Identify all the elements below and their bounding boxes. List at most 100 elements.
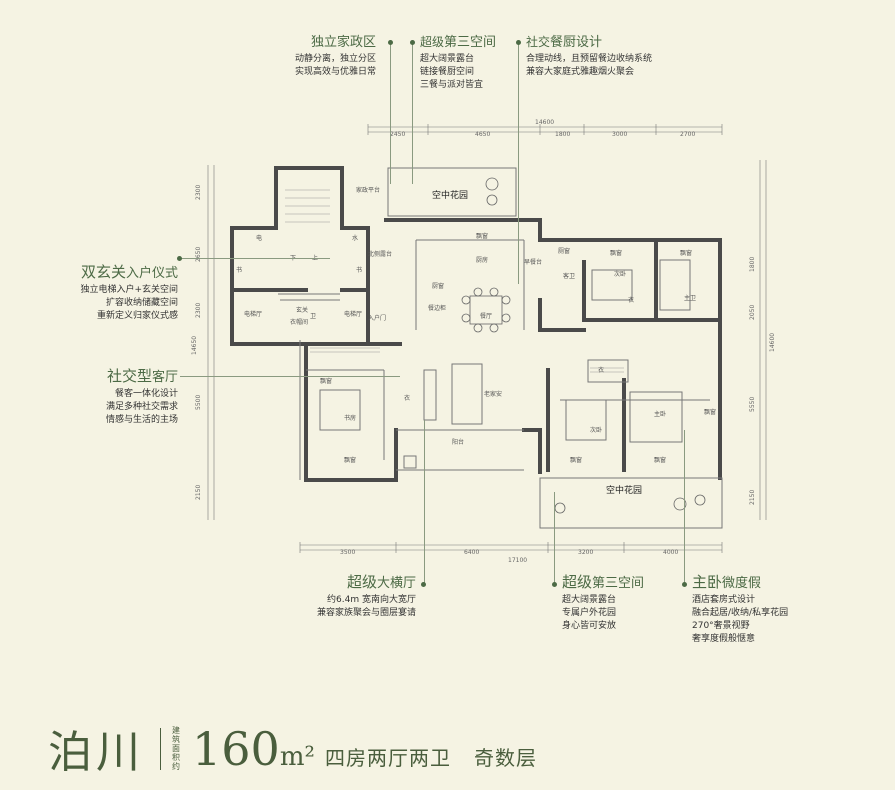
svg-text:4650: 4650	[475, 131, 490, 138]
annotation-line: 链接餐厨空间	[420, 67, 475, 77]
annotation-line: 身心皆可安放	[562, 621, 617, 631]
svg-text:阳台: 阳台	[452, 438, 464, 446]
annotation-title-main: 餐厨设计	[550, 35, 603, 50]
area-value: 160	[192, 722, 280, 776]
annotation-line: 融合起居/收纳/私享花园	[692, 608, 789, 618]
leader-third-space-top	[412, 44, 413, 184]
annotation-title-main: 第三空间	[444, 35, 497, 50]
svg-text:14600: 14600	[535, 119, 554, 126]
svg-text:衣: 衣	[598, 366, 604, 374]
leader-dot	[516, 40, 521, 45]
annotation-line: 合理动线，且预留餐边收纳系统	[526, 54, 653, 64]
leader-dot	[177, 256, 182, 261]
svg-text:飘窗: 飘窗	[654, 456, 666, 464]
svg-text:2700: 2700	[680, 131, 695, 138]
svg-text:14650: 14650	[191, 336, 198, 355]
svg-text:飘窗: 飘窗	[610, 249, 622, 257]
svg-text:2050: 2050	[749, 305, 756, 320]
svg-text:1800: 1800	[749, 257, 756, 272]
svg-text:2150: 2150	[195, 485, 202, 500]
annotation-title-main: 微度假	[722, 576, 762, 591]
svg-text:空中花园: 空中花园	[606, 484, 642, 496]
svg-text:2300: 2300	[195, 185, 202, 200]
svg-text:14600: 14600	[769, 333, 776, 352]
svg-text:2450: 2450	[390, 131, 405, 138]
svg-text:1800: 1800	[555, 131, 570, 138]
svg-text:6400: 6400	[464, 549, 479, 556]
svg-text:电梯厅: 电梯厅	[244, 310, 262, 318]
annotation-title-main: 入户仪式	[125, 266, 178, 281]
annotation-line: 情感与生活的主场	[105, 415, 178, 425]
svg-text:次卧: 次卧	[590, 426, 602, 434]
annotation-title-prefix: 超级	[346, 573, 377, 591]
annotation-big-hall: 超级大横厅 约6.4m 宽南向大宽厅 兼容家族聚会与圈层宴请	[300, 573, 426, 620]
annotation-title-prefix: 双玄关	[80, 263, 126, 281]
svg-text:2300: 2300	[195, 303, 202, 318]
svg-text:卫: 卫	[310, 313, 316, 320]
annotation-line: 实现高效与优雅日常	[294, 67, 376, 77]
annotation-dining: 社交餐厨设计 合理动线，且预留餐边收纳系统 兼容大家庭式雅趣烟火聚会	[516, 35, 686, 79]
annotation-third-space-bottom: 超级第三空间 超大阔景露台 专属户外花园 身心皆可安放	[552, 573, 672, 633]
svg-text:17100: 17100	[508, 557, 527, 564]
svg-text:2150: 2150	[749, 490, 756, 505]
annotation-title-main: 第三空间	[592, 576, 645, 591]
svg-text:4000: 4000	[663, 549, 678, 556]
leader-dot	[682, 582, 687, 587]
svg-text:书: 书	[356, 266, 362, 274]
svg-text:客卫: 客卫	[563, 272, 575, 280]
annotation-line: 兼容家族聚会与圈层宴请	[316, 608, 416, 618]
leader-dot	[421, 582, 426, 587]
svg-text:厕窗: 厕窗	[558, 247, 570, 255]
svg-text:厨房: 厨房	[476, 256, 488, 264]
area-value-group: 160m²	[192, 722, 315, 776]
annotation-title-prefix: 超级	[562, 573, 593, 591]
leader-master	[684, 430, 685, 586]
svg-text:书: 书	[236, 266, 242, 274]
svg-text:主卫: 主卫	[684, 294, 696, 302]
svg-text:玄关: 玄关	[296, 306, 308, 314]
leader-dot	[388, 40, 393, 45]
annotation-title-prefix: 主卧	[692, 573, 723, 591]
svg-text:早餐台: 早餐台	[524, 258, 542, 266]
svg-text:3500: 3500	[340, 549, 355, 556]
svg-text:2650: 2650	[195, 247, 202, 262]
layout-type: 四房两厅两卫	[325, 746, 451, 770]
svg-text:餐厅: 餐厅	[480, 312, 492, 320]
leader-dining	[518, 44, 519, 284]
brand-separator	[160, 728, 161, 770]
annotation-line: 独立电梯入户+玄关空间	[80, 285, 178, 295]
annotation-line: 奢享度假般惬意	[692, 634, 756, 644]
annotation-title-prefix: 社交型	[106, 367, 152, 385]
annotation-title-prefix: 社交	[526, 35, 551, 49]
svg-text:衣: 衣	[404, 394, 410, 402]
svg-text:北侧露台: 北侧露台	[368, 250, 392, 258]
area-unit: m²	[279, 742, 315, 772]
annotation-master: 主卧微度假 酒店套房式设计 融合起居/收纳/私享花园 270°奢景视野 奢享度假…	[682, 573, 812, 646]
svg-text:5500: 5500	[195, 395, 202, 410]
svg-text:3200: 3200	[578, 549, 593, 556]
annotation-line: 满足多种社交需求	[105, 402, 178, 412]
annotation-title-main: 客厅	[151, 370, 178, 385]
annotation-third-space-top: 超级第三空间 超大阔景露台 链接餐厨空间 三餐与派对皆宜	[410, 35, 520, 92]
annotation-line: 超大阔景露台	[562, 595, 617, 605]
annotation-line: 专属户外花园	[562, 608, 617, 618]
svg-text:厨窗: 厨窗	[432, 282, 444, 290]
svg-text:飘窗: 飘窗	[680, 249, 692, 257]
annotation-line: 约6.4m 宽南向大宽厅	[327, 595, 416, 605]
svg-text:飘窗: 飘窗	[344, 456, 356, 464]
annotation-line: 重新定义归家仪式感	[96, 311, 178, 321]
svg-text:飘窗: 飘窗	[704, 408, 716, 416]
svg-text:餐边柜: 餐边柜	[428, 304, 446, 312]
annotation-line: 超大阔景露台	[420, 54, 475, 64]
svg-text:电梯厅: 电梯厅	[344, 310, 362, 318]
svg-text:空中花园: 空中花园	[432, 189, 468, 201]
svg-text:飘窗: 飘窗	[320, 377, 332, 385]
annotation-living: 社交型客厅 餐客一体化设计 满足多种社交需求 情感与生活的主场	[80, 367, 178, 427]
svg-text:衣: 衣	[628, 296, 634, 304]
leader-third-space-bottom	[554, 492, 555, 586]
area-label: 建筑面积约	[172, 726, 180, 771]
svg-text:飘窗: 飘窗	[476, 232, 488, 240]
annotation-title: 独立家政区	[310, 35, 376, 50]
leader-housekeeping	[390, 44, 391, 184]
